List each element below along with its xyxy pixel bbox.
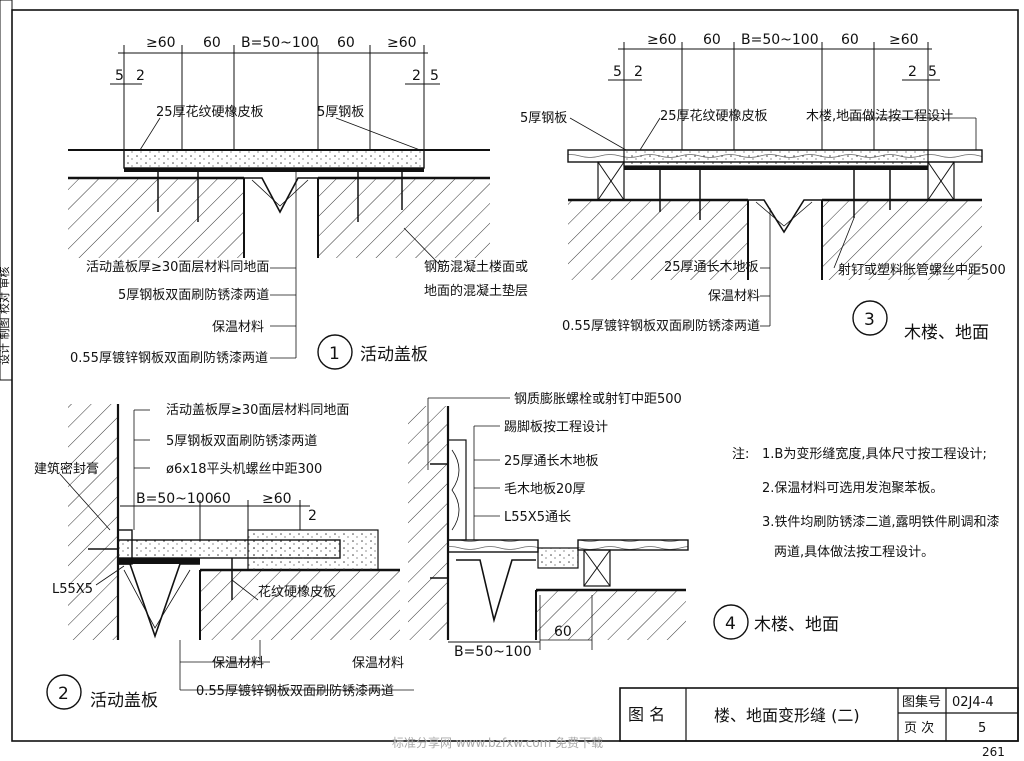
d1-concrete-2: 地面的混凝土垫层 [424, 283, 528, 299]
d4-caption: 木楼、地面 [754, 615, 839, 635]
notes-head: 注: [732, 447, 749, 462]
note-2: 2.保温材料可选用发泡聚苯板。 [762, 480, 943, 496]
d2-insul-1: 保温材料 [212, 656, 264, 671]
tb-page-no: 5 [978, 721, 986, 736]
tb-atlas-no: 02J4-4 [952, 695, 994, 710]
d2-number: 2 [58, 684, 69, 704]
d3-callout-3: 0.55厚镀锌钢板双面刷防锈漆两道 [562, 318, 760, 334]
d2-dim-b: B=50~100 [136, 491, 214, 507]
title-block: 图 名 楼、地面变形缝 (二) 图集号 02J4-4 页 次 5 [619, 687, 1019, 742]
tb-page-label: 页 次 [904, 720, 934, 736]
dim-1-e: ≥60 [387, 35, 417, 51]
d1-callout-2: 5厚钢板双面刷防锈漆两道 [118, 287, 269, 303]
dim-3-e: ≥60 [889, 32, 919, 48]
d4-callout-4: 毛木地板20厚 [504, 482, 586, 497]
dim-3-d: 60 [841, 32, 859, 48]
d4-callout-2: 踢脚板按工程设计 [504, 419, 608, 435]
d1-steel: 5厚钢板 [317, 105, 364, 120]
tb-name-label: 图 名 [628, 705, 665, 724]
dim-1-a: ≥60 [146, 35, 176, 51]
dim-3-five-r: 5 [928, 64, 937, 80]
d4-callout-1: 钢质膨胀螺栓或射钉中距500 [514, 391, 682, 407]
d2-callout-3: ø6x18平头机螺丝中距300 [166, 462, 322, 477]
watermark: 标准分享网 www.bzfxw.com 免费下载 [392, 735, 603, 750]
d4-number: 4 [725, 614, 736, 634]
d2-sealant: 建筑密封膏 [34, 461, 99, 477]
dim-1-five-l: 5 [115, 68, 124, 84]
d4-dim-b: B=50~100 [454, 644, 532, 660]
d2-insul-2: 保温材料 [352, 656, 404, 671]
d1-callout-1: 活动盖板厚≥30面层材料同地面 [86, 260, 269, 275]
d1-caption: 活动盖板 [360, 345, 428, 365]
d1-number: 1 [329, 344, 340, 364]
d3-callout-1: 25厚通长木地板 [664, 260, 759, 275]
detail-4: B=50~100 60 钢质膨胀螺栓或射钉中距500 踢脚板按工程设计 25厚通… [408, 391, 839, 660]
d3-callout-2: 保温材料 [708, 289, 760, 304]
d1-concrete-1: 钢筋混凝土楼面或 [424, 259, 528, 275]
d2-rubber: 花纹硬橡皮板 [258, 584, 336, 600]
tb-title: 楼、地面变形缝 (二) [714, 706, 860, 725]
d3-caption: 木楼、地面 [904, 323, 989, 343]
d1-callout-3: 保温材料 [212, 320, 264, 335]
detail-1: ≥60 60 B=50~100 60 ≥60 5 2 2 5 [68, 35, 528, 370]
d2-dim-2: 2 [308, 508, 317, 524]
note-3: 3.铁件均刷防锈漆二道,露明铁件刷调和漆 [762, 514, 1000, 530]
side-strip [0, 0, 13, 381]
dim-3-two-r: 2 [908, 64, 917, 80]
d1-callout-4: 0.55厚镀锌钢板双面刷防锈漆两道 [70, 350, 268, 366]
note-1: 1.B为变形缝宽度,具体尺寸按工程设计; [762, 446, 987, 462]
tb-atlas-label: 图集号 [902, 694, 941, 710]
d2-dim-ge60: ≥60 [262, 491, 292, 507]
d3-number: 3 [864, 310, 875, 330]
d1-rubber: 25厚花纹硬橡皮板 [156, 104, 264, 120]
dim-3-two-l: 2 [634, 64, 643, 80]
dim-1-d: 60 [337, 35, 355, 51]
d2-callout-1: 活动盖板厚≥30面层材料同地面 [166, 403, 349, 418]
side-strip-text: 设计 制图 校对 审核 [0, 267, 11, 366]
notes: 注: 1.B为变形缝宽度,具体尺寸按工程设计; 2.保温材料可选用发泡聚苯板。 … [732, 446, 1000, 560]
detail-2: B=50~100 60 ≥60 2 活动盖板厚≥30面层材料同地面 5厚钢板双面… [34, 403, 414, 711]
d3-nail: 射钉或塑料胀管螺丝中距500 [838, 262, 1006, 278]
d2-caption: 活动盖板 [90, 691, 158, 711]
d4-callout-5: L55X5通长 [504, 510, 571, 525]
dim-1-five-r: 5 [430, 68, 439, 84]
dim-3-c: B=50~100 [741, 32, 819, 48]
page-number: 261 [982, 745, 1005, 759]
d3-finish: 木楼,地面做法按工程设计 [806, 109, 953, 124]
d4-callout-3: 25厚通长木地板 [504, 454, 599, 469]
dim-3-five-l: 5 [613, 64, 622, 80]
dim-3-b: 60 [703, 32, 721, 48]
dim-1-b: 60 [203, 35, 221, 51]
d2-galv: 0.55厚镀锌钢板双面刷防锈漆两道 [196, 683, 394, 699]
dim-1-two-r: 2 [412, 68, 421, 84]
d2-callout-2: 5厚钢板双面刷防锈漆两道 [166, 433, 317, 449]
dim-1-c: B=50~100 [241, 35, 319, 51]
dim-3-a: ≥60 [647, 32, 677, 48]
dim-1-two-l: 2 [136, 68, 145, 84]
d4-dim-60: 60 [554, 624, 572, 640]
d3-rubber: 25厚花纹硬橡皮板 [660, 108, 768, 124]
d2-angle: L55X5 [52, 582, 93, 597]
note-4: 两道,具体做法按工程设计。 [774, 545, 934, 560]
d3-steel: 5厚钢板 [520, 111, 567, 126]
d2-dim-60: 60 [213, 491, 231, 507]
detail-3: ≥60 60 B=50~100 60 ≥60 5 2 2 5 [520, 32, 1006, 343]
